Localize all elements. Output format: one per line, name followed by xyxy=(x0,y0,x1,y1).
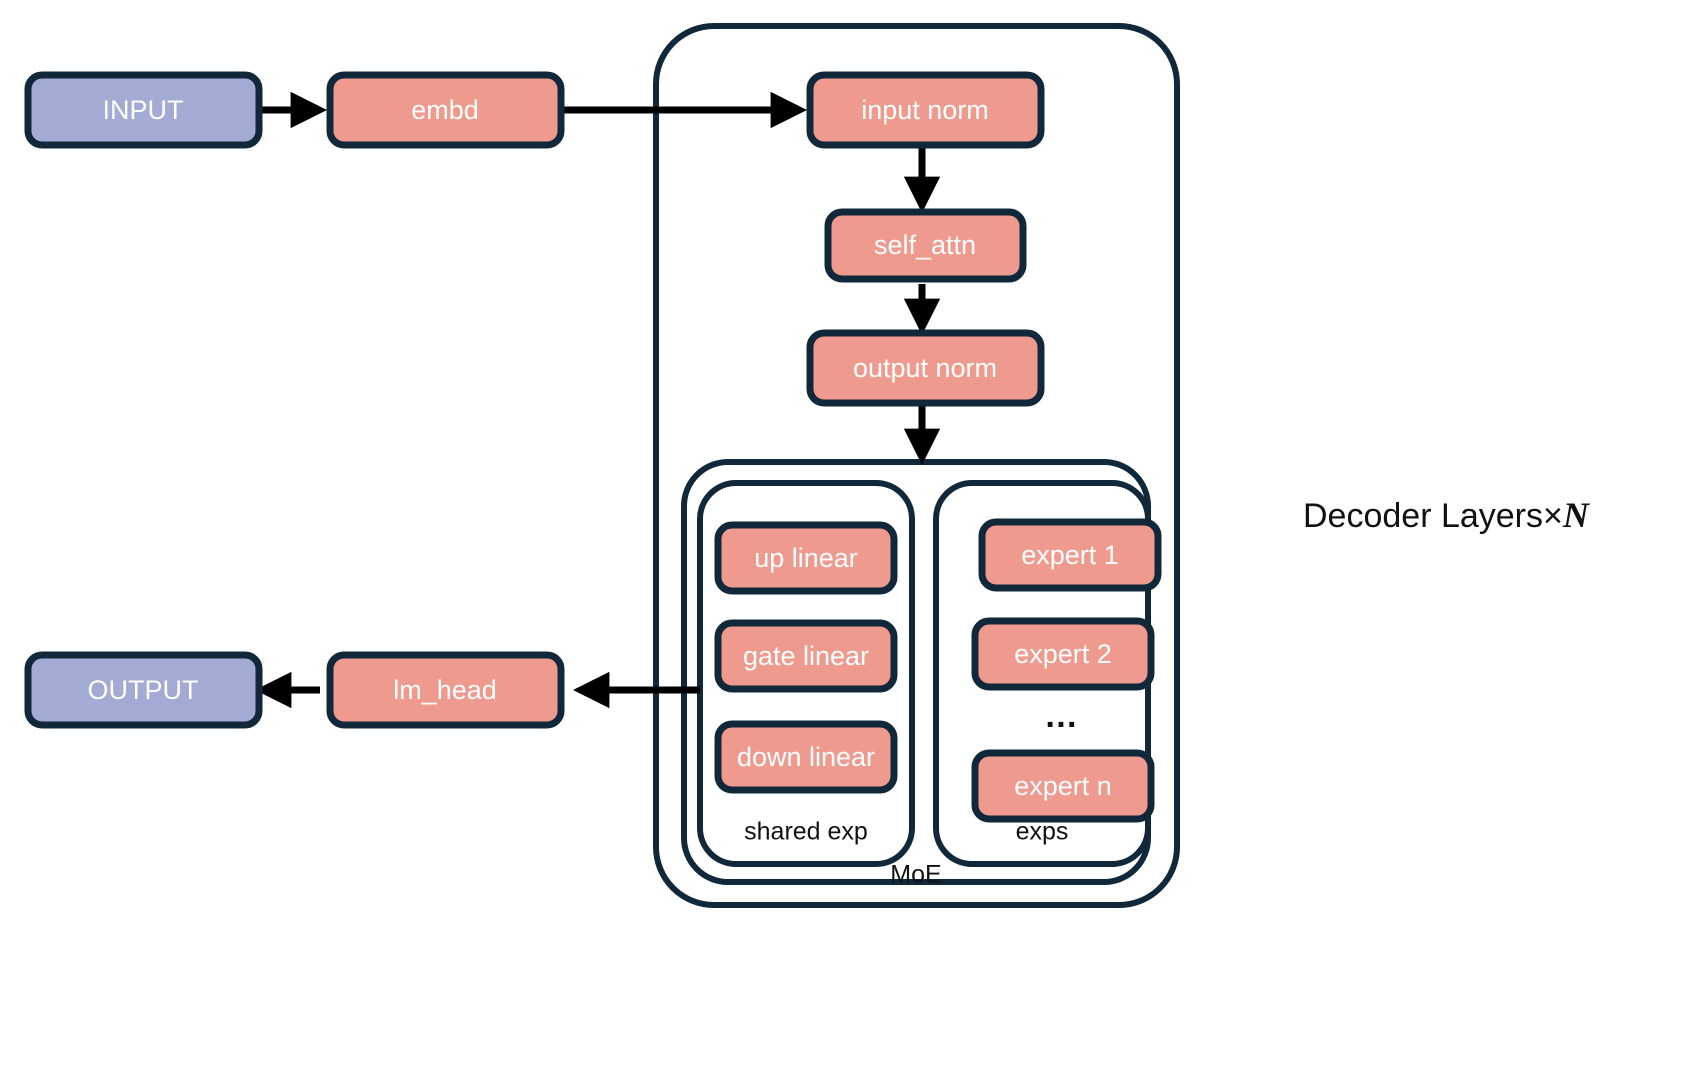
node-output[interactable]: OUTPUT xyxy=(24,651,263,729)
node-output-label: OUTPUT xyxy=(88,675,199,705)
moe-label: MoE xyxy=(890,861,941,889)
node-output-norm-label: output norm xyxy=(853,353,997,383)
node-lm-head[interactable]: lm_head xyxy=(326,651,565,729)
node-expert-n[interactable]: expert n xyxy=(971,749,1155,823)
node-expert-2[interactable]: expert 2 xyxy=(971,617,1155,691)
node-self-attn-label: self_attn xyxy=(874,230,976,260)
node-expert-1-label: expert 1 xyxy=(1021,540,1119,570)
decoder-layers-count-var: N xyxy=(1562,495,1589,535)
node-gate-linear[interactable]: gate linear xyxy=(714,619,898,693)
node-self-attn[interactable]: self_attn xyxy=(824,208,1027,283)
node-gate-linear-label: gate linear xyxy=(743,641,869,671)
node-expert-1[interactable]: expert 1 xyxy=(978,518,1162,592)
node-up-linear-label: up linear xyxy=(754,543,858,573)
node-input[interactable]: INPUT xyxy=(24,71,263,149)
node-input-label: INPUT xyxy=(103,95,184,125)
node-output-norm[interactable]: output norm xyxy=(806,329,1045,407)
decoder-layers-caption: Decoder Layers×N xyxy=(1303,497,1589,533)
node-expert-n-label: expert n xyxy=(1014,771,1112,801)
node-down-linear-label: down linear xyxy=(737,742,875,772)
node-input-norm-label: input norm xyxy=(861,95,989,125)
node-embd[interactable]: embd xyxy=(326,71,565,149)
expert-ellipsis-label: … xyxy=(1044,697,1080,735)
node-lm-head-label: lm_head xyxy=(393,675,497,705)
node-expert-2-label: expert 2 xyxy=(1014,639,1112,669)
shared-exp-label: shared exp xyxy=(744,818,868,846)
node-input-norm[interactable]: input norm xyxy=(806,71,1045,149)
node-up-linear[interactable]: up linear xyxy=(714,521,898,595)
node-embd-label: embd xyxy=(411,95,479,125)
decoder-layers-caption-text: Decoder Layers× xyxy=(1303,497,1563,535)
node-down-linear[interactable]: down linear xyxy=(714,720,898,794)
